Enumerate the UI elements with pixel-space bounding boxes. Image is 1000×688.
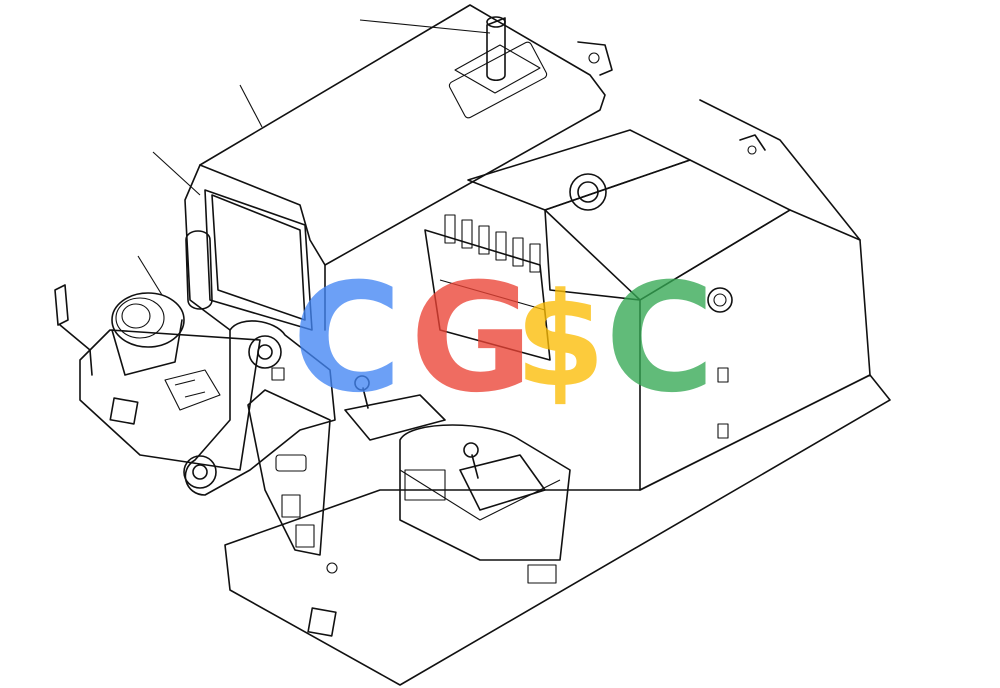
left-joystick-console [344,375,446,441]
watermark-letter-1: C [292,252,402,426]
valve-spools [444,214,541,273]
air-cleaner [111,292,185,376]
engine-hood [184,4,606,331]
leader-lines [137,19,491,296]
fuel-tank-top [467,129,691,211]
right-joystick-console [459,442,546,511]
operator-seat [399,424,571,561]
left-deck [54,284,261,471]
lever-pillar [247,389,331,556]
watermark-letter-4: C [605,252,715,426]
front-deck [224,374,891,686]
relay-box [164,369,221,411]
air-duct [185,230,213,310]
boom-bracket [183,320,336,496]
watermark-letter-3: $ [515,264,605,416]
control-valve [424,214,551,361]
watermark: C G $ C [292,252,715,426]
watermark-letter-2: G [410,252,533,426]
connector-block [281,494,315,548]
radiator-grille [204,189,313,331]
rear-hinge [577,41,613,76]
right-cover [639,99,871,491]
exhaust-pipe [486,16,506,82]
